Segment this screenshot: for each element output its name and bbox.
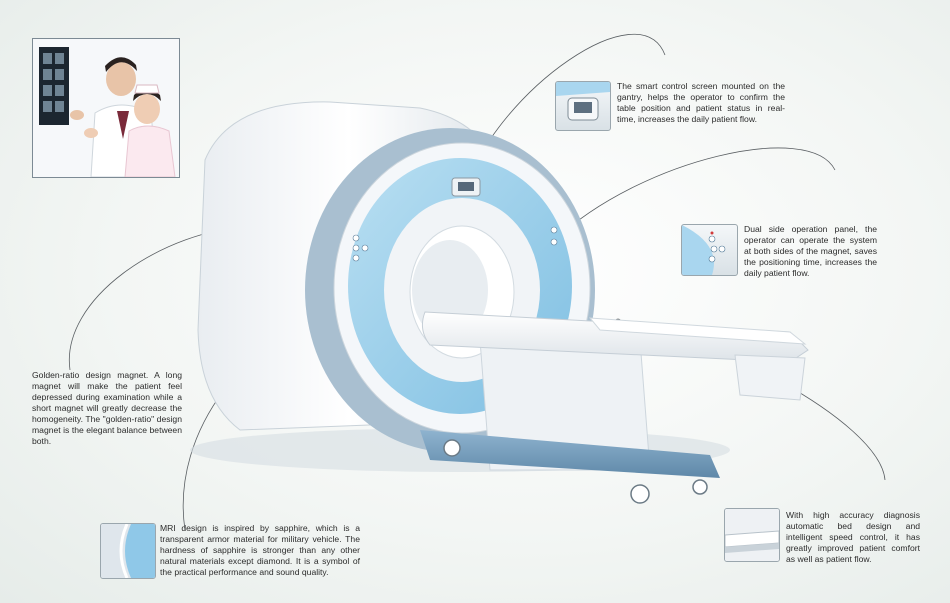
ring-detail-icon [101, 524, 155, 578]
side-control-buttons [352, 226, 558, 262]
sapphire-ring-thumbnail [100, 523, 156, 579]
sapphire-caption: MRI design is inspired by sapphire, whic… [160, 523, 360, 577]
smart-screen-caption: The smart control screen mounted on the … [617, 81, 785, 124]
golden-ratio-caption: Golden-ratio design magnet. A long magne… [32, 370, 182, 446]
screen-device-icon [556, 82, 610, 121]
dual-panel-caption: Dual side operation panel, the operator … [744, 224, 877, 278]
bed-thumbnail [724, 508, 780, 562]
doctor-nurse-photo [32, 38, 180, 178]
table-base [420, 430, 720, 478]
patient-table [421, 311, 809, 363]
doctor-nurse-illustration [33, 39, 179, 177]
control-panel-icon [682, 225, 726, 275]
bed-detail-icon [725, 509, 779, 561]
smart-screen-thumbnail [555, 81, 611, 131]
bed-caption: With high accuracy diagnosis automatic b… [786, 510, 920, 564]
dual-panel-thumbnail [681, 224, 738, 276]
